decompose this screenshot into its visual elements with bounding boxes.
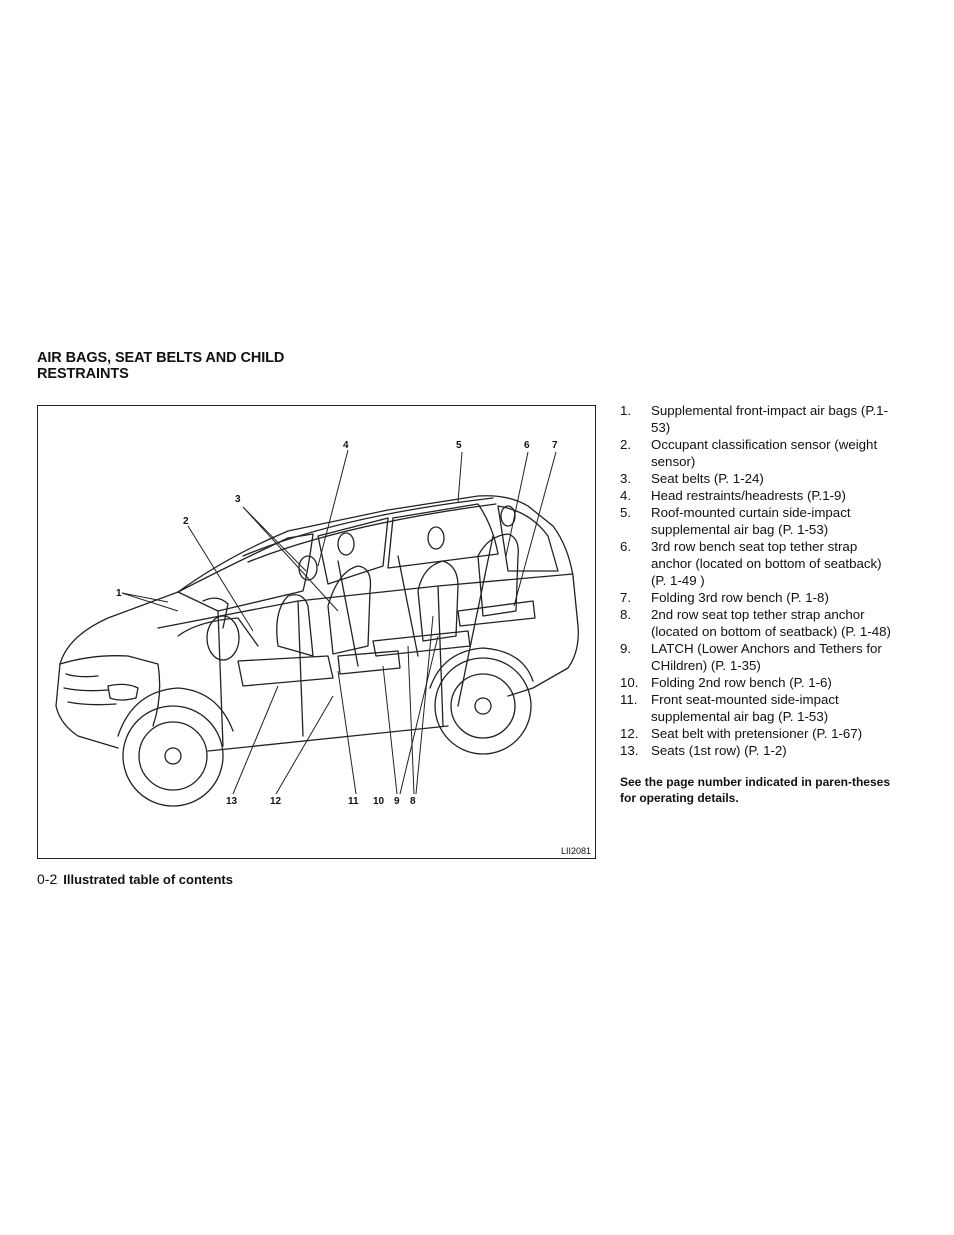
list-item: 2. Occupant classification sensor (weight… xyxy=(620,436,900,470)
list-item-text: 2nd row seat top tether strap anchor (lo… xyxy=(651,607,891,639)
section-title: AIR BAGS, SEAT BELTS AND CHILD RESTRAINT… xyxy=(37,350,285,382)
callout-10: 10 xyxy=(373,796,385,807)
list-item-number: 3. xyxy=(620,471,632,486)
list-item: 7. Folding 3rd row bench (P. 1-8) xyxy=(620,589,900,606)
list-item-number: 2. xyxy=(620,437,632,452)
list-item-text: Front seat-mounted side-impact supplemen… xyxy=(651,692,839,724)
callout-5: 5 xyxy=(456,440,462,451)
list-item: 8. 2nd row seat top tether strap anchor (… xyxy=(620,606,900,640)
callout-12: 12 xyxy=(270,796,282,807)
callout-13: 13 xyxy=(226,796,238,807)
list-item: 13. Seats (1st row) (P. 1-2) xyxy=(620,742,900,759)
list-item-number: 13. xyxy=(620,743,639,758)
page-footer: 0-2 Illustrated table of contents xyxy=(37,871,233,887)
footer-section-title: Illustrated table of contents xyxy=(63,872,233,887)
list-item: 5. Roof-mounted curtain side-impact suppl… xyxy=(620,504,900,538)
list-item: 12. Seat belt with pretensioner (P. 1-67) xyxy=(620,725,900,742)
list-item-number: 8. xyxy=(620,607,632,622)
list-item-text: Head restraints/headrests (P.1-9) xyxy=(651,488,846,503)
vehicle-illustration: 1 2 3 4 5 6 7 8 9 10 11 12 13 LII2081 xyxy=(37,405,596,859)
callout-8: 8 xyxy=(410,796,416,807)
list-item: 1. Supplemental front-impact air bags (P.… xyxy=(620,402,900,436)
callout-7: 7 xyxy=(552,440,558,451)
list-item-number: 7. xyxy=(620,590,632,605)
component-list: 1. Supplemental front-impact air bags (P.… xyxy=(620,402,900,759)
list-item: 3. Seat belts (P. 1-24) xyxy=(620,470,900,487)
list-item-text: 3rd row bench seat top tether strap anch… xyxy=(651,539,882,588)
vehicle-line-drawing: 1 2 3 4 5 6 7 8 9 10 11 12 13 xyxy=(55,440,579,807)
list-item: 11. Front seat-mounted side-impact supple… xyxy=(620,691,900,725)
callout-3: 3 xyxy=(235,494,241,505)
list-item-number: 6. xyxy=(620,539,632,554)
figure-code: LII2081 xyxy=(560,846,591,856)
list-item-number: 5. xyxy=(620,505,632,520)
list-item-text: Roof-mounted curtain side-impact supplem… xyxy=(651,505,851,537)
list-item-text: Seat belts (P. 1-24) xyxy=(651,471,764,486)
list-item-number: 10. xyxy=(620,675,639,690)
callout-6: 6 xyxy=(524,440,530,451)
callout-4: 4 xyxy=(343,440,349,451)
list-item-text: LATCH (Lower Anchors and Tethers for CHi… xyxy=(651,641,882,673)
list-item-text: Folding 2nd row bench (P. 1-6) xyxy=(651,675,832,690)
list-item-number: 1. xyxy=(620,403,632,418)
callout-2: 2 xyxy=(183,516,189,527)
callout-11: 11 xyxy=(348,796,359,807)
list-item-text: Seats (1st row) (P. 1-2) xyxy=(651,743,787,758)
operating-note: See the page number indicated in paren-t… xyxy=(620,775,890,805)
list-item-text: Occupant classification sensor (weight s… xyxy=(651,437,878,469)
callout-9: 9 xyxy=(394,796,400,807)
list-item-text: Folding 3rd row bench (P. 1-8) xyxy=(651,590,829,605)
list-item: 6. 3rd row bench seat top tether strap an… xyxy=(620,538,900,589)
page-number: 0-2 xyxy=(37,871,58,887)
list-item-text: Supplemental front-impact air bags (P.1-… xyxy=(651,403,888,435)
list-item-number: 11. xyxy=(620,692,638,707)
list-item: 4. Head restraints/headrests (P.1-9) xyxy=(620,487,900,504)
list-item: 9. LATCH (Lower Anchors and Tethers for C… xyxy=(620,640,900,674)
list-item: 10. Folding 2nd row bench (P. 1-6) xyxy=(620,674,900,691)
list-item-text: Seat belt with pretensioner (P. 1-67) xyxy=(651,726,863,741)
list-item-number: 9. xyxy=(620,641,632,656)
list-item-number: 12. xyxy=(620,726,639,741)
list-item-number: 4. xyxy=(620,488,632,503)
callout-1: 1 xyxy=(116,588,122,599)
